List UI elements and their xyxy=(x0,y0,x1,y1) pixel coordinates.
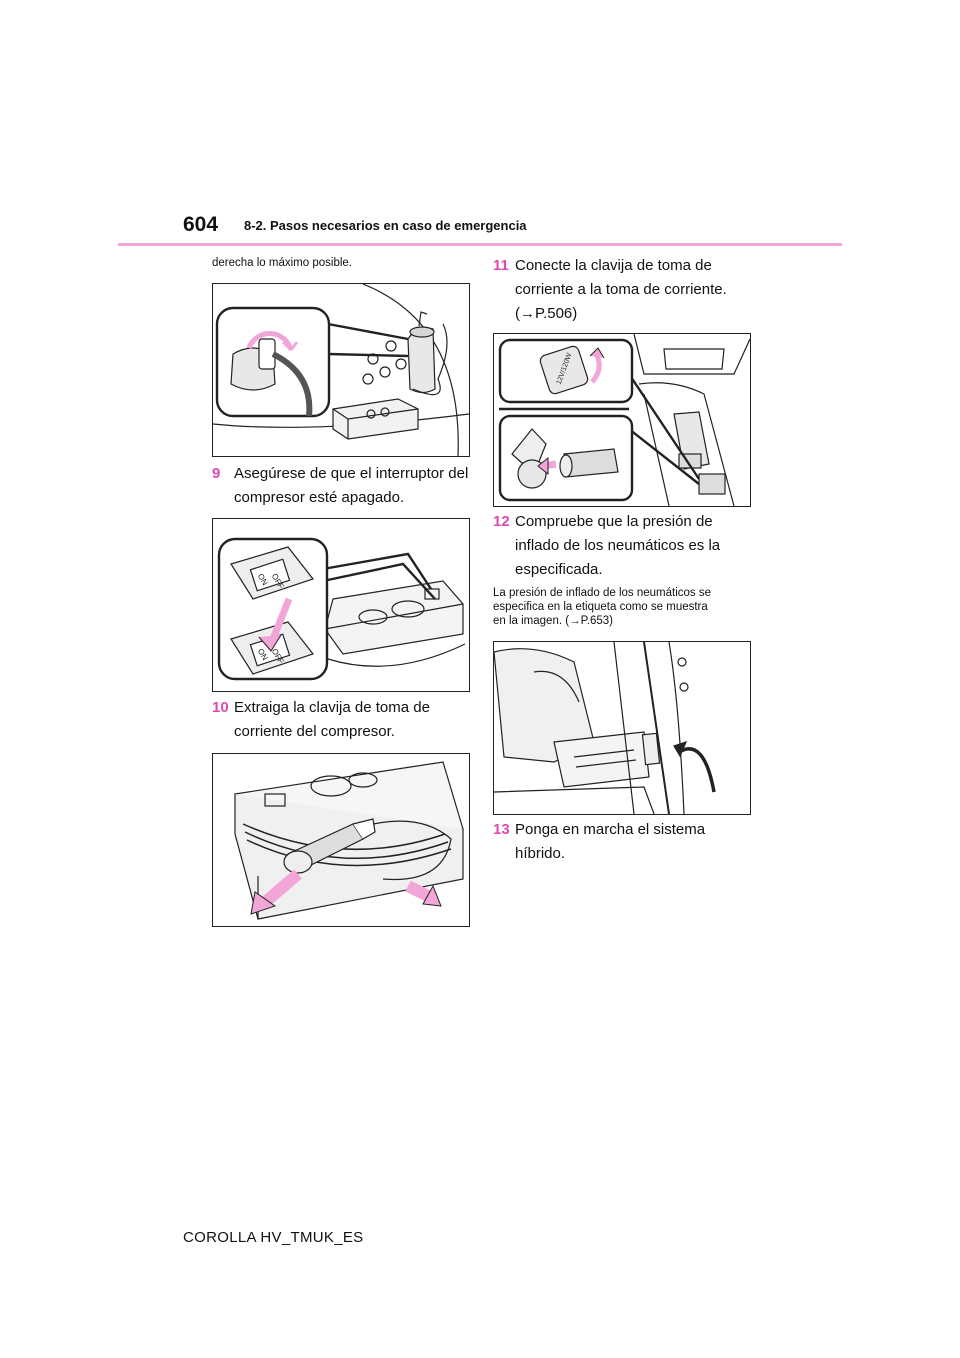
figure-door-label xyxy=(493,641,751,815)
step-text: Extraiga la clavija de toma de xyxy=(234,699,430,716)
step-11: 11 Conecte la clavija de toma de corrient… xyxy=(493,254,727,326)
step-number: 11 xyxy=(493,257,509,274)
step-text: Ponga en marcha el sistema xyxy=(515,821,706,838)
section-title: 8-2. Pasos necesarios en caso de emergen… xyxy=(244,218,527,233)
step-number: 9 xyxy=(212,465,221,482)
figure-compressor-switch: ON OFF ON OFF xyxy=(212,518,470,692)
header-rule xyxy=(118,243,842,246)
step-text: híbrido. xyxy=(515,845,566,862)
step-number: 13 xyxy=(493,821,510,838)
step-number: 10 xyxy=(212,699,229,716)
continuation-text: derecha lo máximo posible. xyxy=(212,257,352,269)
step-10: 10 Extraiga la clavija de toma de corrien… xyxy=(212,696,430,744)
note-line: La presión de inflado de los neumáticos … xyxy=(493,587,712,599)
step-12: 12 Compruebe que la presión de inflado de… xyxy=(493,510,720,582)
note-line: en la imagen. (→P.653) xyxy=(493,615,613,627)
step-13: 13 Ponga en marcha el sistema híbrido. xyxy=(493,818,705,866)
step-text: Conecte la clavija de toma de xyxy=(515,257,712,274)
page-reference: (→P.506) xyxy=(515,305,578,322)
step-text: Asegúrese de que el interruptor del xyxy=(234,465,469,482)
figure-valve-compressor xyxy=(212,283,470,457)
footer-model: COROLLA HV_TMUK_ES xyxy=(183,1229,364,1246)
step-number: 12 xyxy=(493,513,510,530)
step-text: Compruebe que la presión de xyxy=(515,513,713,530)
figure-power-outlet: 12V/120W xyxy=(493,333,751,507)
tire-pressure-note: La presión de inflado de los neumáticos … xyxy=(493,586,755,628)
note-line: especifica en la etiqueta como se muestr… xyxy=(493,601,708,613)
step-9: 9 Asegúrese de que el interruptor del com… xyxy=(212,462,468,510)
step-text: corriente del compresor. xyxy=(234,723,395,740)
step-text: compresor esté apagado. xyxy=(234,489,405,506)
figure-remove-plug xyxy=(212,753,470,927)
step-text: especificada. xyxy=(515,561,603,578)
page-number: 604 xyxy=(183,213,219,236)
step-text: inflado de los neumáticos es la xyxy=(515,537,721,554)
step-text: corriente a la toma de corriente. xyxy=(515,281,727,298)
